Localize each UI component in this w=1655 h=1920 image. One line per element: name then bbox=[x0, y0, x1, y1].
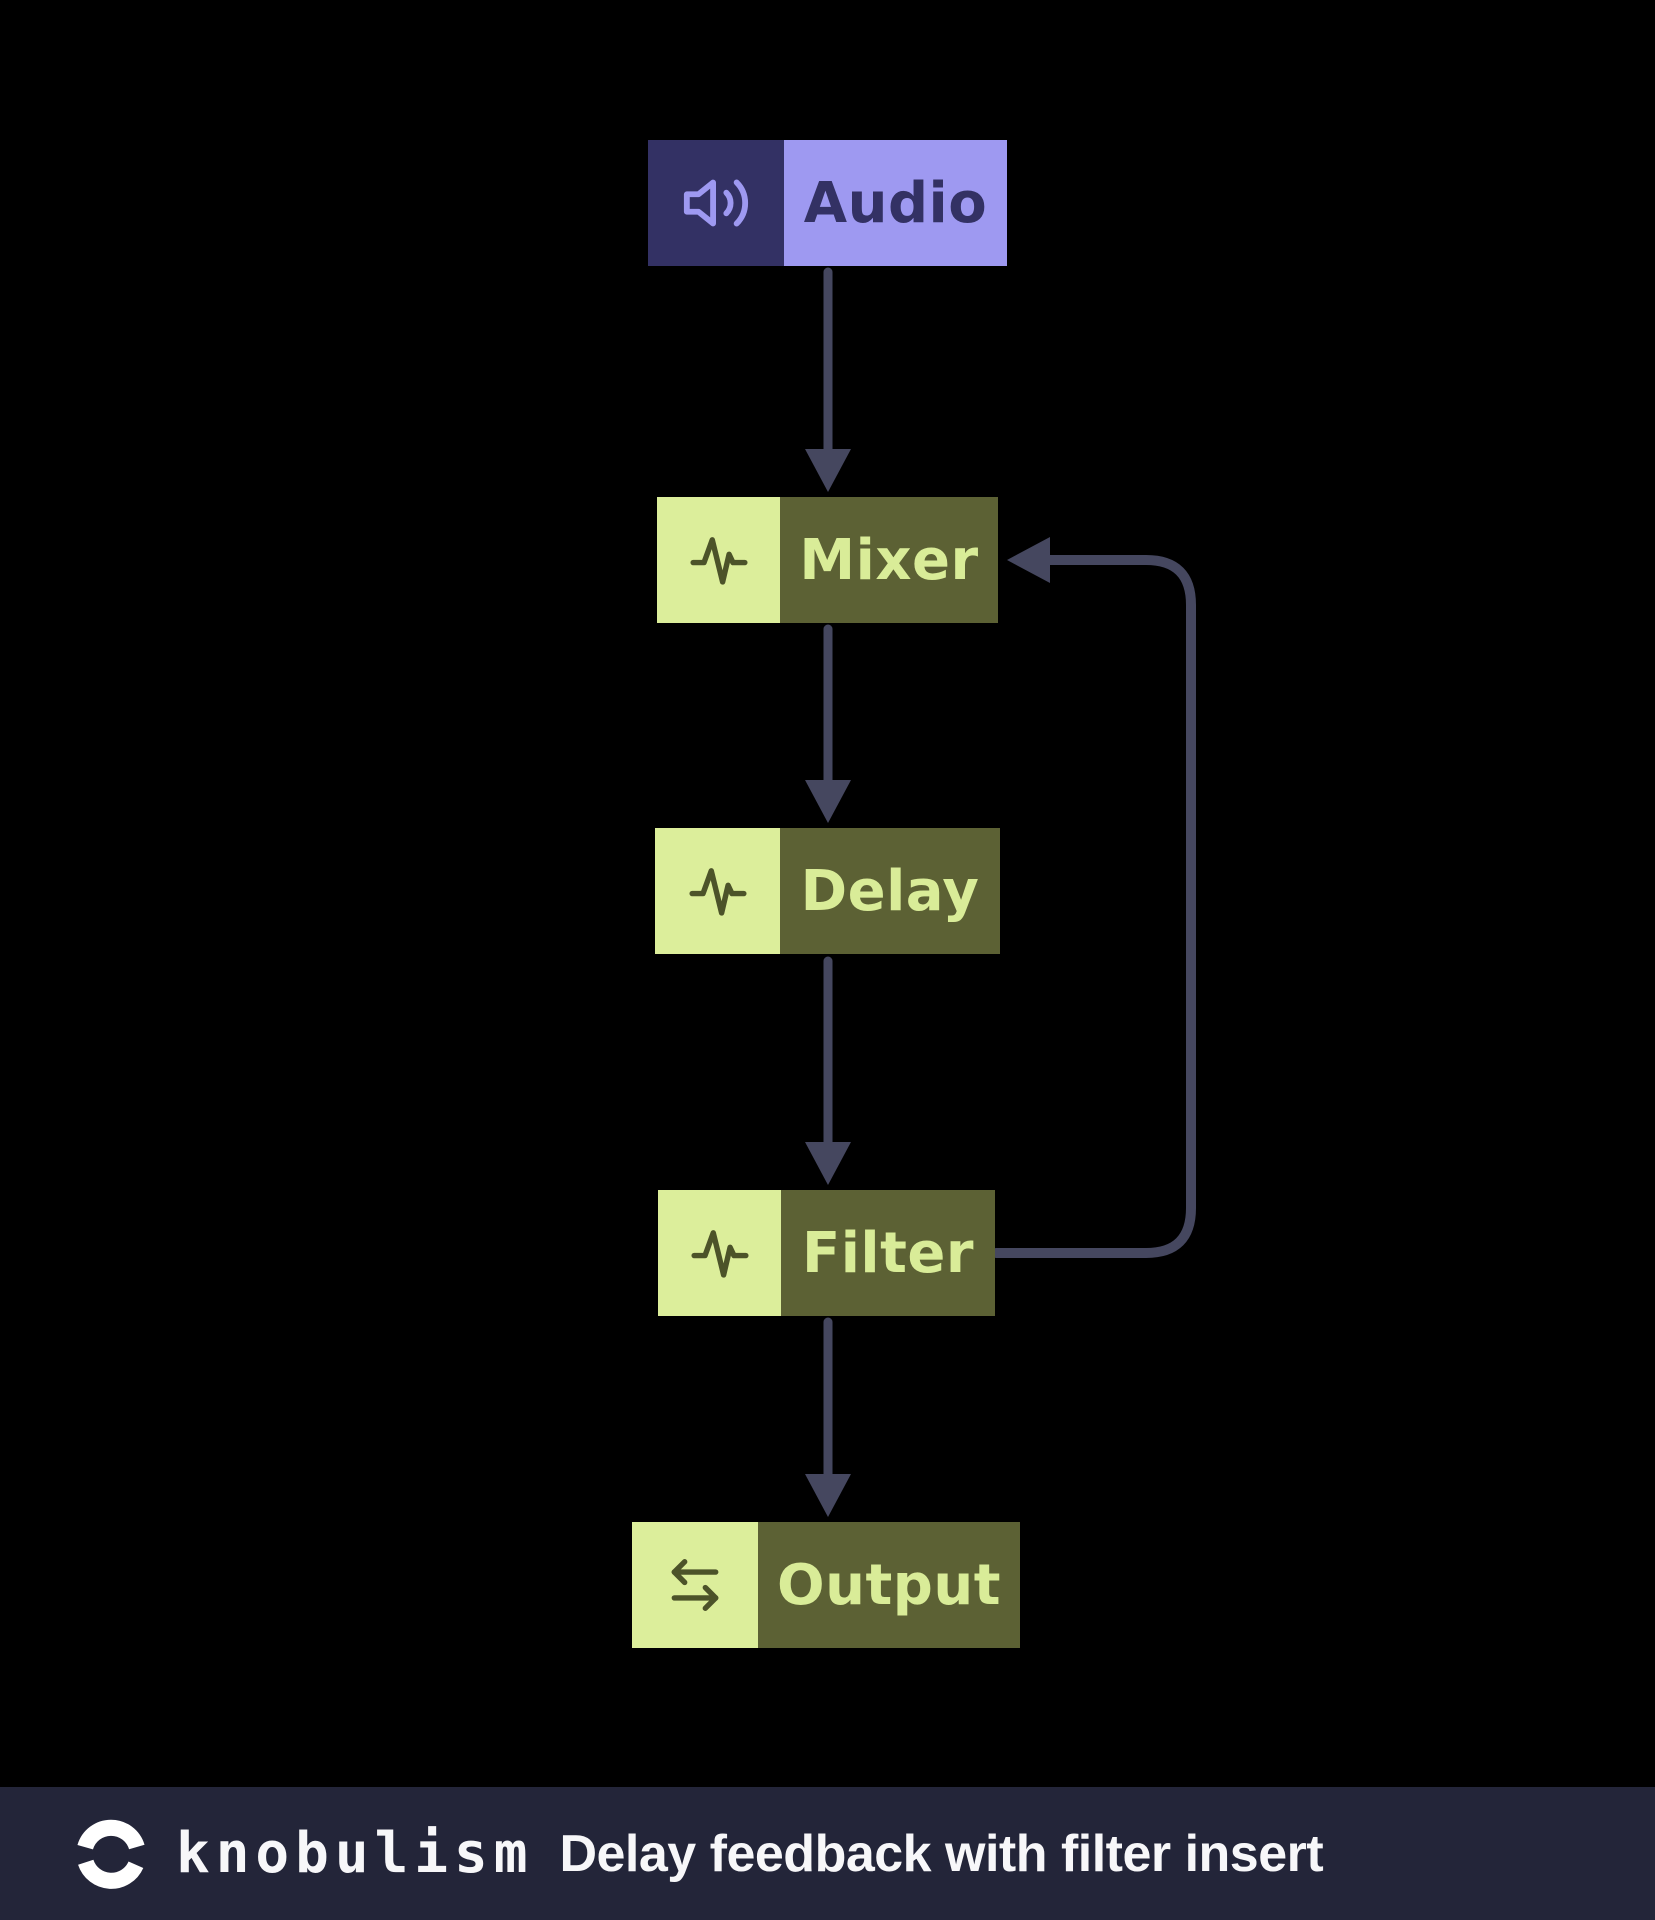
knobulism-logo-icon bbox=[77, 1819, 145, 1889]
diagram-title: Delay feedback with filter insert bbox=[559, 1824, 1324, 1883]
node-label: Mixer bbox=[780, 497, 998, 623]
edge-feedback-filter-mixer bbox=[991, 537, 1196, 1258]
waveform-icon bbox=[657, 497, 780, 623]
transfer-icon bbox=[632, 1522, 758, 1648]
node-mixer: Mixer bbox=[657, 497, 998, 623]
node-label: Delay bbox=[780, 828, 1000, 954]
edge-mixer-delay bbox=[805, 624, 851, 823]
node-output: Output bbox=[632, 1522, 1020, 1648]
node-label: Filter bbox=[781, 1190, 995, 1316]
edge-delay-filter bbox=[805, 956, 851, 1185]
node-delay: Delay bbox=[655, 828, 1000, 954]
waveform-icon bbox=[655, 828, 780, 954]
edge-audio-mixer bbox=[805, 267, 851, 492]
node-label: Output bbox=[758, 1522, 1020, 1648]
node-audio: Audio bbox=[648, 140, 1007, 266]
footer-bar: knobulism Delay feedback with filter ins… bbox=[0, 1787, 1655, 1920]
speaker-icon bbox=[648, 140, 784, 266]
edge-filter-output bbox=[805, 1317, 851, 1517]
brand-name: knobulism bbox=[176, 1821, 534, 1886]
node-filter: Filter bbox=[658, 1190, 995, 1316]
waveform-icon bbox=[658, 1190, 781, 1316]
node-label: Audio bbox=[784, 140, 1007, 266]
